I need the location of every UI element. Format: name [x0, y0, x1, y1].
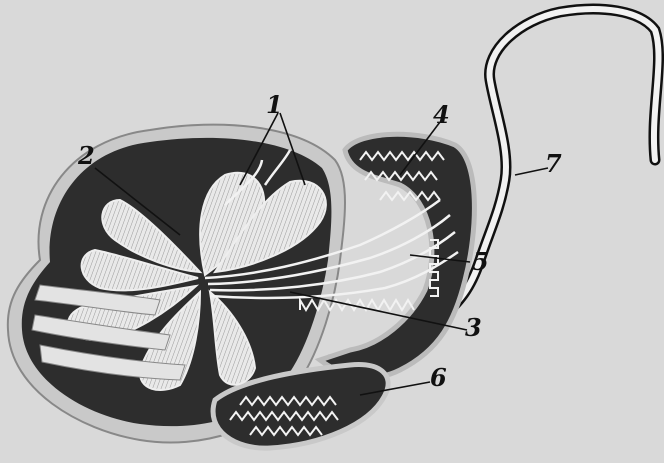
- label-5: 5: [472, 247, 489, 276]
- label-2: 2: [77, 141, 95, 170]
- label-3: 3: [465, 313, 482, 342]
- label-1: 1: [266, 90, 283, 119]
- label-6: 6: [430, 363, 447, 392]
- label-4: 4: [433, 100, 450, 129]
- label-7: 7: [545, 149, 562, 178]
